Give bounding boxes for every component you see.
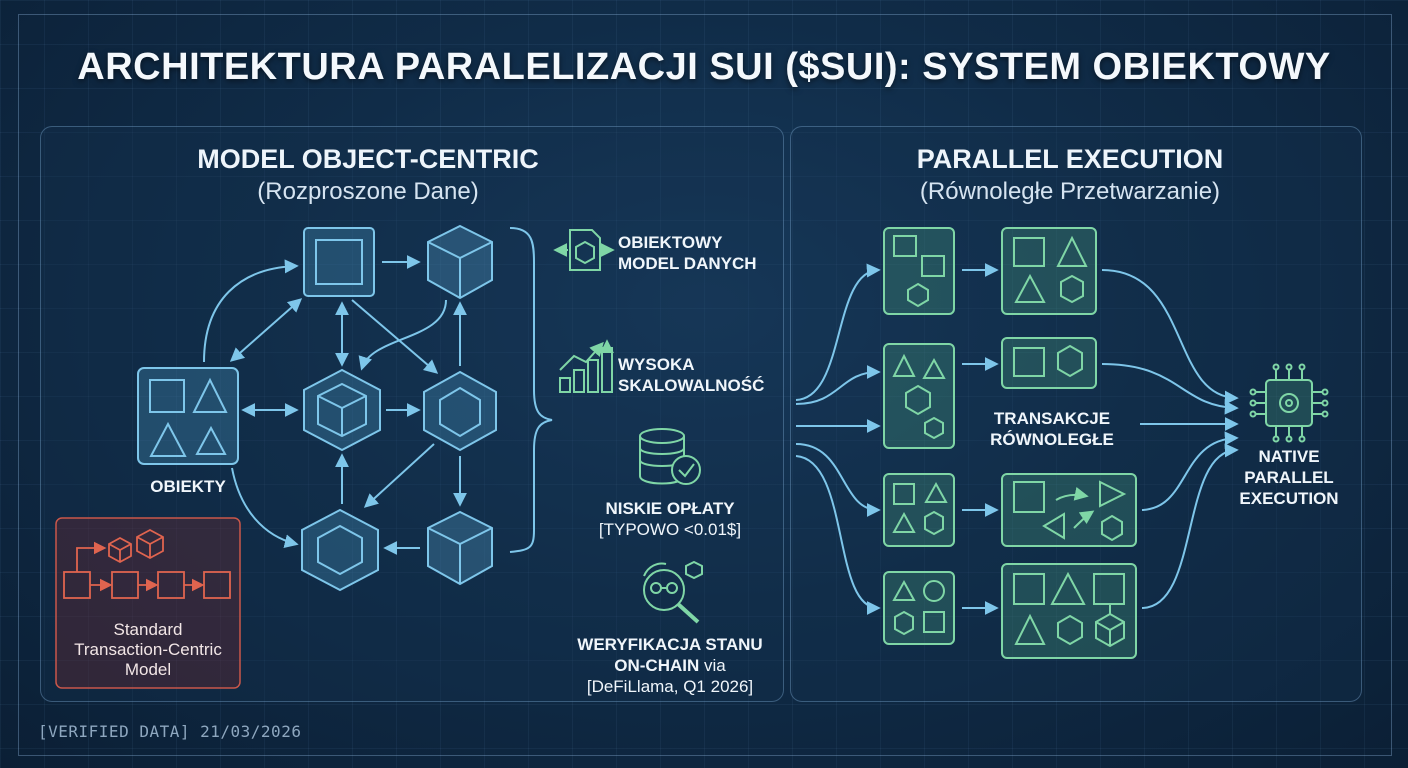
feature-verification-line-3: [DeFiLlama, Q1 2026] <box>586 677 754 696</box>
icon-verification <box>643 560 703 624</box>
node-hex-bottom <box>301 508 379 592</box>
feature-verification-via: via <box>699 656 726 675</box>
icon-low-fees <box>639 428 701 485</box>
native-line-2: PARALLEL <box>1244 468 1334 487</box>
legend-line-1: Standard <box>113 620 183 639</box>
node-square-top <box>303 227 375 297</box>
parallel-tx-line-2: RÓWNOLEGŁE <box>990 430 1114 449</box>
feature-data-model-line-1: OBIEKTOWY <box>618 233 723 252</box>
left-panel-subtitle: (Rozproszone Dane) <box>257 178 479 205</box>
native-line-3: EXECUTION <box>1239 489 1339 508</box>
feature-data-model-line-2: MODEL DANYCH <box>618 254 757 273</box>
parallel-tx-label: TRANSAKCJE RÓWNOLEGŁE <box>962 408 1142 450</box>
icon-data-model <box>553 229 615 271</box>
feature-data-model: OBIEKTOWY MODEL DANYCH <box>618 232 757 274</box>
legend-line-3: Model <box>124 660 172 679</box>
right-panel-title: PARALLEL EXECUTION <box>916 144 1224 174</box>
feature-scalability-line-2: SKALOWALNOŚĆ <box>618 376 765 395</box>
feature-verification: WERYFIKACJA STANU ON-CHAIN via [DeFiLlam… <box>552 634 788 697</box>
outer-frame <box>18 14 1392 756</box>
right-panel-subtitle: (Równoległe Przetwarzanie) <box>919 178 1221 205</box>
native-line-1: NATIVE <box>1258 447 1320 466</box>
verified-stamp: [VERIFIED DATA] 21/03/2026 <box>38 722 302 741</box>
node-hex-right <box>423 370 497 452</box>
feature-verification-line-2: ON-CHAIN via <box>552 655 788 676</box>
legend-box <box>55 517 241 689</box>
objects-label: OBIEKTY <box>150 477 226 496</box>
feature-verification-onchain: ON-CHAIN <box>614 656 700 675</box>
feature-low-fees-line-2: [TYPOWO <0.01$] <box>598 520 742 539</box>
legend-label: Standard Transaction-Centric Model <box>56 620 240 680</box>
feature-low-fees-line-1: NISKIE OPŁATY <box>605 499 735 518</box>
legend-line-2: Transaction-Centric <box>74 640 222 659</box>
execution-graph <box>883 227 1137 659</box>
object-network <box>137 225 553 592</box>
feature-low-fees: NISKIE OPŁATY [TYPOWO <0.01$] <box>570 498 770 540</box>
main-title: ARCHITEKTURA PARALELIZACJI SUI ($SUI): S… <box>77 46 1331 88</box>
feature-verification-line-1: WERYFIKACJA STANU <box>577 635 763 654</box>
objects-box <box>137 367 239 465</box>
icon-scalability <box>559 339 614 393</box>
parallel-tx-line-1: TRANSAKCJE <box>993 409 1111 428</box>
native-execution-label: NATIVE PARALLEL EXECUTION <box>1224 446 1354 509</box>
feature-scalability-line-1: WYSOKA <box>618 355 695 374</box>
feature-scalability: WYSOKA SKALOWALNOŚĆ <box>618 354 764 396</box>
left-panel-title: MODEL OBJECT-CENTRIC <box>197 144 539 174</box>
cpu-chip-icon <box>1249 363 1329 443</box>
execution-arrows <box>795 263 1239 615</box>
